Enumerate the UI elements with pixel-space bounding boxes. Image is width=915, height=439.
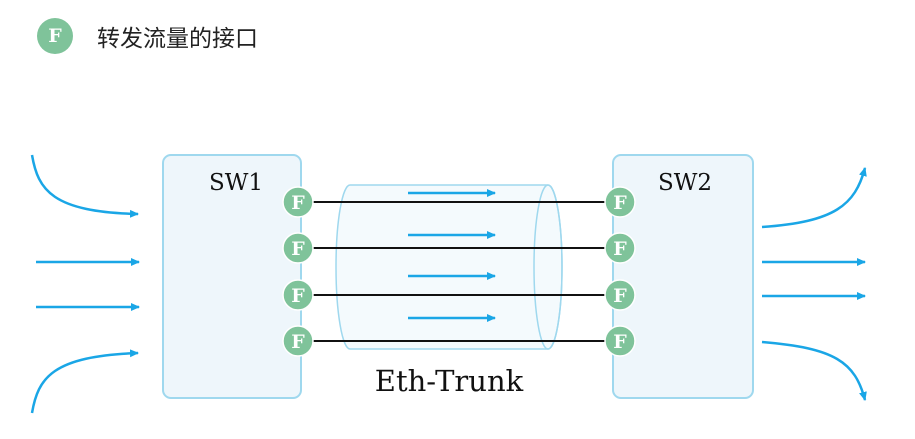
sw2-port: F [604, 186, 636, 218]
legend-text: 转发流量的接口 [97, 26, 258, 52]
switch-sw2 [612, 154, 754, 399]
trunk-traffic-arrows [408, 189, 496, 322]
port-label: F [291, 192, 305, 214]
port-label: F [613, 331, 627, 353]
sw1-label: SW1 [209, 170, 263, 196]
sw1-ports: F F F F [282, 186, 314, 357]
forwarding-port-icon: F [37, 18, 73, 54]
port-label: F [291, 238, 305, 260]
switch-sw1 [162, 154, 302, 399]
traffic-arrow [761, 167, 867, 229]
outgoing-traffic-arrows [761, 167, 867, 401]
sw1-port: F [282, 186, 314, 218]
port-label: F [613, 192, 627, 214]
port-label: F [613, 285, 627, 307]
sw1-port: F [282, 325, 314, 357]
sw2-port: F [604, 232, 636, 264]
sw2-port: F [604, 325, 636, 357]
sw2-ports: F F F F [604, 186, 636, 357]
legend: F 转发流量的接口 [37, 17, 258, 55]
port-label: F [613, 238, 627, 260]
sw2-port: F [604, 279, 636, 311]
traffic-arrow [30, 154, 139, 218]
traffic-arrow [30, 349, 139, 414]
trunk-body [335, 184, 563, 350]
sw2-label: SW2 [658, 170, 712, 196]
eth-trunk-label: Eth-Trunk [375, 364, 524, 398]
traffic-arrow [761, 340, 867, 401]
incoming-traffic-arrows [30, 154, 140, 414]
port-label: F [291, 331, 305, 353]
eth-trunk-bundle [335, 184, 563, 350]
member-links [298, 201, 620, 342]
port-label: F [291, 285, 305, 307]
trunk-end [533, 184, 563, 350]
sw1-port: F [282, 279, 314, 311]
sw1-port: F [282, 232, 314, 264]
